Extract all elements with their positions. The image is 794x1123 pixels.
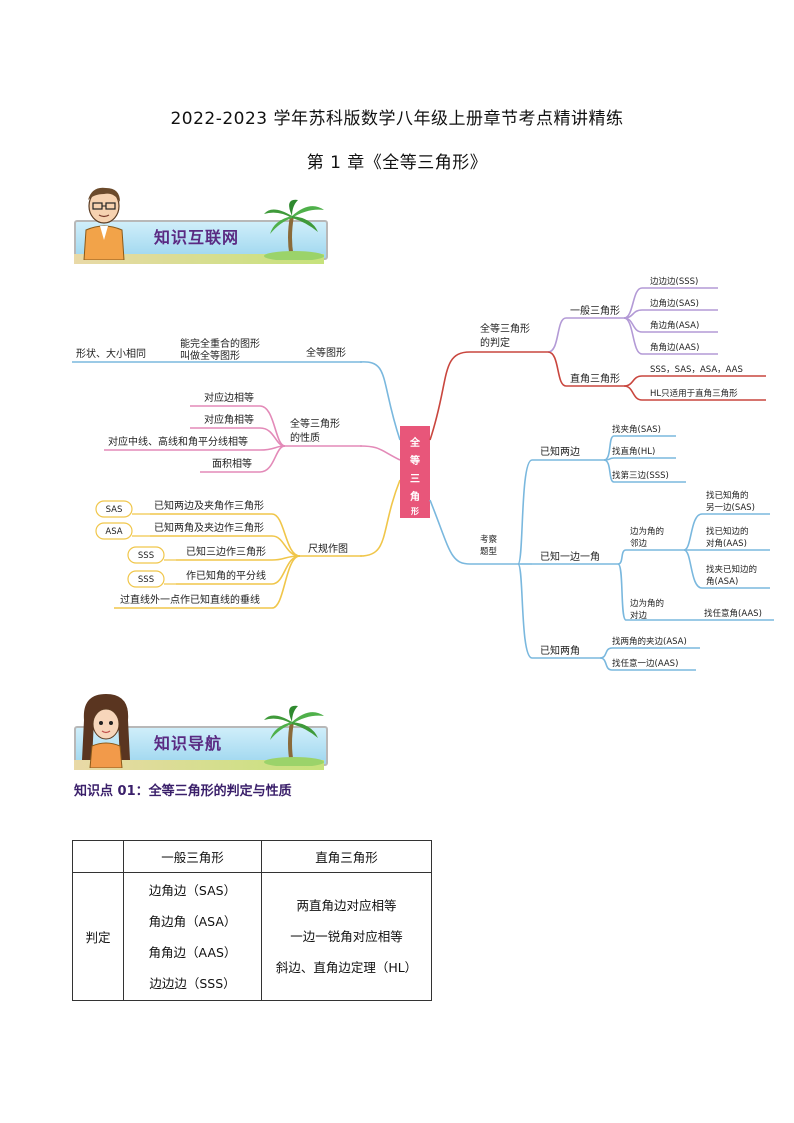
general-item-1: 边角边(SAS) [650,298,699,309]
construction-item-1: 已知两角及夹边作三角形 [154,521,264,534]
center-char-3: 三 [410,473,420,485]
label-adjacent-1: 边为角的 [630,526,664,537]
teacher-avatar-icon [83,187,125,260]
mindmap-banner-title: 知识互联网 [154,228,240,247]
student-avatar-icon [82,694,130,768]
two-sides-item-0: 找夹角(SAS) [612,424,661,435]
label-adjacent-2: 邻边 [630,538,648,549]
adjacent-item-0-line2: 另一边(SAS) [706,502,755,513]
label-definition-1: 能完全重合的图形 [180,337,260,350]
general-item-0: 边边边(SSS) [650,276,698,287]
label-criteria-2: 的判定 [480,336,510,349]
chapter-title: 第 1 章《全等三角形》 [306,153,488,173]
property-item-1: 对应角相等 [204,413,254,426]
knowledge-point-heading: 知识点 01：全等三角形的判定与性质 [74,784,292,799]
branch-criteria [429,351,471,441]
palm-tree-icon [264,705,324,766]
center-char-5: 形 [411,506,419,516]
table-row: 判定 边角边（SAS） 角边角（ASA） 角角边（AAS） 边边边（SSS） 两… [72,872,432,1001]
construction-item-3: 作已知角的平分线 [186,569,266,582]
general-criterion: 边边边（SSS） [149,975,236,991]
label-question-types-1: 考察 [480,534,498,545]
adjacent-item-0-line1: 找已知角的 [706,490,749,501]
construction-item-0: 已知两边及夹角作三角形 [154,499,264,512]
branch-properties [359,445,401,461]
guide-banner-title: 知识导航 [154,734,223,753]
label-properties-2: 的性质 [290,431,320,444]
label-side-angle: 已知一边一角 [540,550,600,563]
banner-ground [74,254,324,264]
two-sides-item-2: 找第三边(SSS) [612,470,669,481]
mindmap-center [400,426,430,518]
construction-tag-2: SSS [138,551,154,561]
general-item-3: 角角边(AAS) [650,342,699,353]
table-header-right: 直角三角形 [261,840,432,873]
label-properties-1: 全等三角形 [290,417,340,430]
table-header-row: 一般三角形 直角三角形 [72,840,432,873]
two-sides-item-1: 找直角(HL) [612,446,655,457]
label-question-types-2: 题型 [480,547,498,557]
label-shape-size: 形状、大小相同 [76,347,146,360]
right-item-1: HL只适用于直角三角形 [650,388,738,399]
mindmap-banner: 知识互联网 [74,184,329,264]
construction-tag-1: ASA [105,527,122,537]
adjacent-item-2-line1: 找夹已知边的 [706,564,757,575]
construction-tag-0: SAS [106,505,123,515]
property-item-2: 对应中线、高线和角平分线相等 [108,435,248,448]
label-opposite-2: 对边 [630,610,648,621]
property-item-0: 对应边相等 [204,391,254,404]
general-criterion: 角角边（AAS） [148,944,237,960]
label-opposite-1: 边为角的 [630,598,664,609]
label-two-angles: 已知两角 [540,644,580,657]
table-cell-general: 边角边（SAS） 角边角（ASA） 角角边（AAS） 边边边（SSS） [123,872,262,1001]
label-constructions: 尺规作图 [308,542,348,555]
two-angles-item-1: 找任意一边(AAS) [612,658,678,669]
center-char-2: 等 [410,454,420,467]
center-char-4: 角 [410,490,420,503]
construction-item-4: 过直线外一点作已知直线的垂线 [120,593,260,606]
right-item-0: SSS，SAS，ASA，AAS [650,365,743,375]
guide-banner: 知识导航 [74,690,329,770]
label-general-triangle: 一般三角形 [570,304,620,317]
opposite-item: 找任意角(AAS) [704,608,762,619]
table-header-general: 一般三角形 [123,840,262,873]
right-criterion: 两直角边对应相等 [296,898,397,913]
general-criterion: 角边角（ASA） [148,913,237,929]
label-criteria-1: 全等三角形 [480,322,530,335]
table-header-empty [72,840,124,873]
mindmap: 全 等 三 角 形 [72,276,774,671]
property-item-3: 面积相等 [212,457,252,470]
construction-item-2: 已知三边作三角形 [186,545,266,558]
palm-tree-icon [264,199,324,260]
adjacent-item-2-line2: 角(ASA) [706,576,738,587]
right-criterion: 斜边、直角边定理（HL） [275,960,418,975]
adjacent-item-1-line2: 对角(AAS) [706,538,747,549]
adjacent-item-1-line1: 找已知边的 [706,526,749,537]
two-angles-item-0: 找两角的夹边(ASA) [612,636,687,647]
criteria-table: 一般三角形 直角三角形 判定 边角边（SAS） 角边角（ASA） 角角边（AAS… [72,840,432,1001]
banner-ground [74,760,324,770]
branch-question-types [429,499,471,565]
branch-congruent-figures [359,361,401,441]
general-criterion: 边角边（SAS） [148,882,237,898]
document-title: 2022-2023 学年苏科版数学八年级上册章节考点精讲精练 [170,109,624,129]
label-right-triangle: 直角三角形 [570,372,620,385]
label-congruent-figures: 全等图形 [306,346,346,359]
construction-tag-3: SSS [138,575,154,585]
branch-constructions [359,479,401,557]
table-cell-right: 两直角边对应相等 一边一锐角对应相等 斜边、直角边定理（HL） [261,872,432,1001]
label-definition-2: 叫做全等图形 [180,349,240,362]
general-item-2: 角边角(ASA) [650,320,699,331]
right-criterion: 一边一锐角对应相等 [290,929,403,944]
center-char-1: 全 [409,436,421,449]
table-row-label: 判定 [72,872,124,1001]
label-two-sides: 已知两边 [540,445,580,458]
